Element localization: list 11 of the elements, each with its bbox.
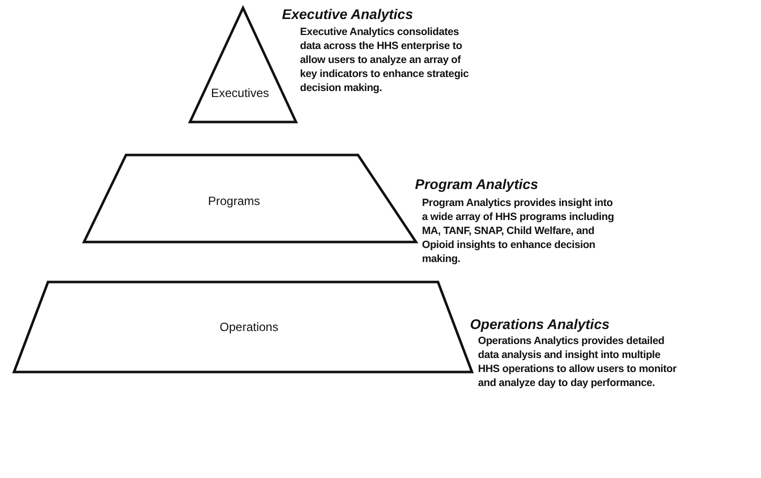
section-heading: Program Analytics — [415, 176, 538, 192]
tier-label: Programs — [208, 194, 260, 208]
section-heading: Operations Analytics — [470, 316, 610, 332]
description-text: Operations Analytics provides detailed data analysis and insight into multiple HHS operations to allow users to monitor and analyze day to day performance. — [478, 334, 678, 390]
pyramid-tier — [14, 282, 472, 372]
description-text: Program Analytics provides insight into a wide array of HHS programs including MA, TANF, SNAP, Child Welfare, and Opioid insights to enhance decision making. — [422, 196, 615, 266]
section-heading: Executive Analytics — [282, 6, 413, 22]
pyramid-tier — [84, 155, 416, 242]
description-text: Executive Analytics consolidates data across the HHS enterprise to allow users to analyze an array of key indicators to enhance strategic decision making. — [300, 25, 470, 95]
tier-label: Operations — [220, 320, 278, 334]
tier-label: Executives — [210, 86, 270, 100]
